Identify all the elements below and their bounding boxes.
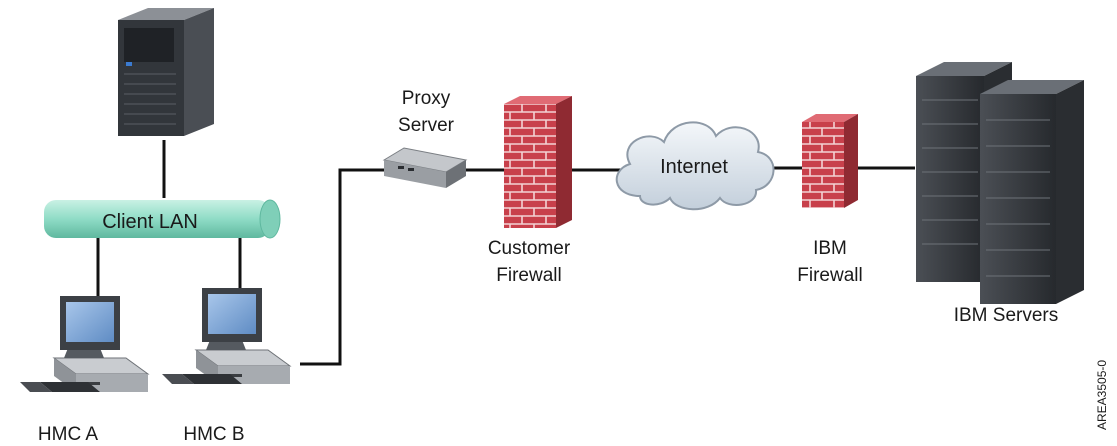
brick-firewall-icon (802, 114, 858, 208)
mainframe-icon (118, 8, 214, 136)
customer-firewall-label-line1: Customer (488, 238, 571, 259)
proxy-server-icon (382, 147, 468, 188)
internet-cloud-icon: Internet (615, 121, 775, 211)
internet-label: Internet (660, 156, 728, 178)
hmc-workstation-icon (162, 288, 292, 384)
client-lan-label: Client LAN (102, 211, 198, 233)
proxy-label-line2: Server (398, 115, 455, 136)
hmc-workstation-icon (20, 296, 150, 392)
client-lan-pipe: Client LAN (44, 199, 281, 239)
server-rack-icon (980, 80, 1084, 304)
proxy-label-line1: Proxy (402, 88, 451, 109)
ibm-servers-label: IBM Servers (954, 305, 1059, 326)
hmc-a-label: HMC A (38, 424, 99, 445)
ibm-firewall-label-line1: IBM (813, 238, 847, 259)
hmc-b-label: HMC B (183, 424, 244, 445)
brick-firewall-icon (504, 96, 572, 228)
figure-id-label: AREA3505-0 (1095, 360, 1109, 430)
customer-firewall-label-line2: Firewall (496, 265, 561, 286)
ibm-firewall-label-line2: Firewall (797, 265, 862, 286)
